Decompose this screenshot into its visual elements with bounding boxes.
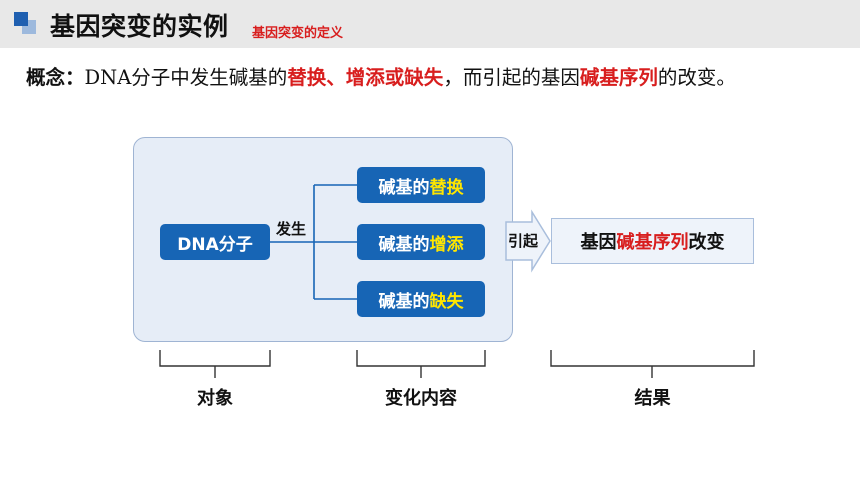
bracket-object <box>159 350 271 367</box>
change-keyword: 缺失 <box>429 291 464 312</box>
concept-text-3: 的改变。 <box>657 66 736 89</box>
concept-text-1: DNA分子中发生碱基的 <box>84 66 288 89</box>
square-bullet-icon <box>14 12 36 34</box>
change-box-delete: 碱基的缺失 <box>357 281 485 317</box>
bracket-label-object: 对象 <box>197 388 233 409</box>
cause-label: 引起 <box>508 232 539 250</box>
bracket-label-change: 变化内容 <box>385 388 457 409</box>
concept-paragraph: 概念：DNA分子中发生碱基的替换、增添或缺失，而引起的基因碱基序列的改变。 <box>26 60 846 96</box>
bracket-result <box>550 350 755 367</box>
result-keyword: 碱基序列 <box>616 232 689 253</box>
bracket-change <box>356 350 486 367</box>
page-subtitle: 基因突变的定义 <box>252 26 344 41</box>
change-keyword: 替换 <box>429 177 464 198</box>
occur-label: 发生 <box>276 220 307 238</box>
concept-label: 概念： <box>26 66 85 89</box>
change-box-add: 碱基的增添 <box>357 224 485 260</box>
change-box-replace: 碱基的替换 <box>357 167 485 203</box>
concept-highlight-1: 替换、增添或缺失 <box>287 66 444 89</box>
concept-highlight-2: 碱基序列 <box>579 66 658 89</box>
title-bar: 基因突变的实例 基因突变的定义 <box>0 0 860 48</box>
result-box: 基因碱基序列改变 <box>551 218 754 264</box>
concept-text-2: ，而引起的基因 <box>443 66 580 89</box>
page-title: 基因突变的实例 <box>50 12 229 41</box>
arrow-right-icon <box>505 209 551 273</box>
change-prefix: 碱基的 <box>378 234 430 255</box>
change-keyword: 增添 <box>429 234 464 255</box>
object-box: DNA分子 <box>160 224 270 260</box>
bracket-label-result: 结果 <box>634 388 671 409</box>
result-suffix: 改变 <box>688 232 725 253</box>
change-prefix: 碱基的 <box>378 291 430 312</box>
result-prefix: 基因 <box>580 232 617 253</box>
change-prefix: 碱基的 <box>378 177 430 198</box>
